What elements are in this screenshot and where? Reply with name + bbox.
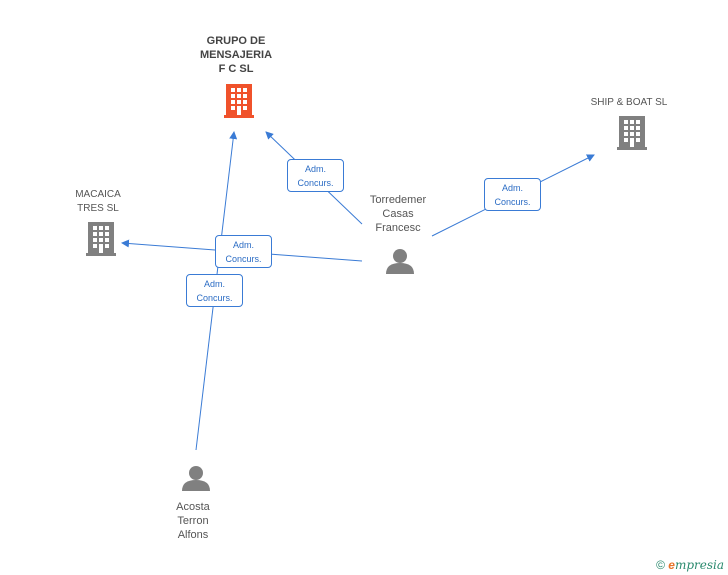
- person-icon-torredemer[interactable]: [386, 249, 414, 274]
- edge-label-acosta-grupo[interactable]: Adm. Concurs.: [186, 274, 243, 307]
- building-icon-macaica[interactable]: [86, 222, 116, 256]
- edge-label-torredemer-ship[interactable]: Adm. Concurs.: [484, 178, 541, 211]
- building-icon-grupo[interactable]: [224, 84, 254, 118]
- building-icon-ship[interactable]: [617, 116, 647, 150]
- node-label-ship[interactable]: SHIP & BOAT SL: [590, 97, 668, 108]
- empresia-logo-text: mpresia: [674, 558, 724, 572]
- node-label-torredemer[interactable]: Torredemer Casas Francesc: [369, 194, 427, 234]
- empresia-logo-initial: e: [668, 558, 675, 572]
- node-label-acosta[interactable]: Acosta Terron Alfons: [176, 501, 210, 541]
- copyright-symbol: ©: [656, 558, 665, 572]
- edge-label-torredemer-grupo[interactable]: Adm. Concurs.: [287, 159, 344, 192]
- edge-label-torredemer-macaica[interactable]: Adm. Concurs.: [215, 235, 272, 268]
- node-label-grupo[interactable]: GRUPO DE MENSAJERIA F C SL: [199, 35, 273, 75]
- node-label-macaica[interactable]: MACAICA TRES SL: [75, 189, 121, 214]
- person-icon-acosta[interactable]: [182, 466, 210, 491]
- empresia-watermark: © empresia: [656, 558, 724, 572]
